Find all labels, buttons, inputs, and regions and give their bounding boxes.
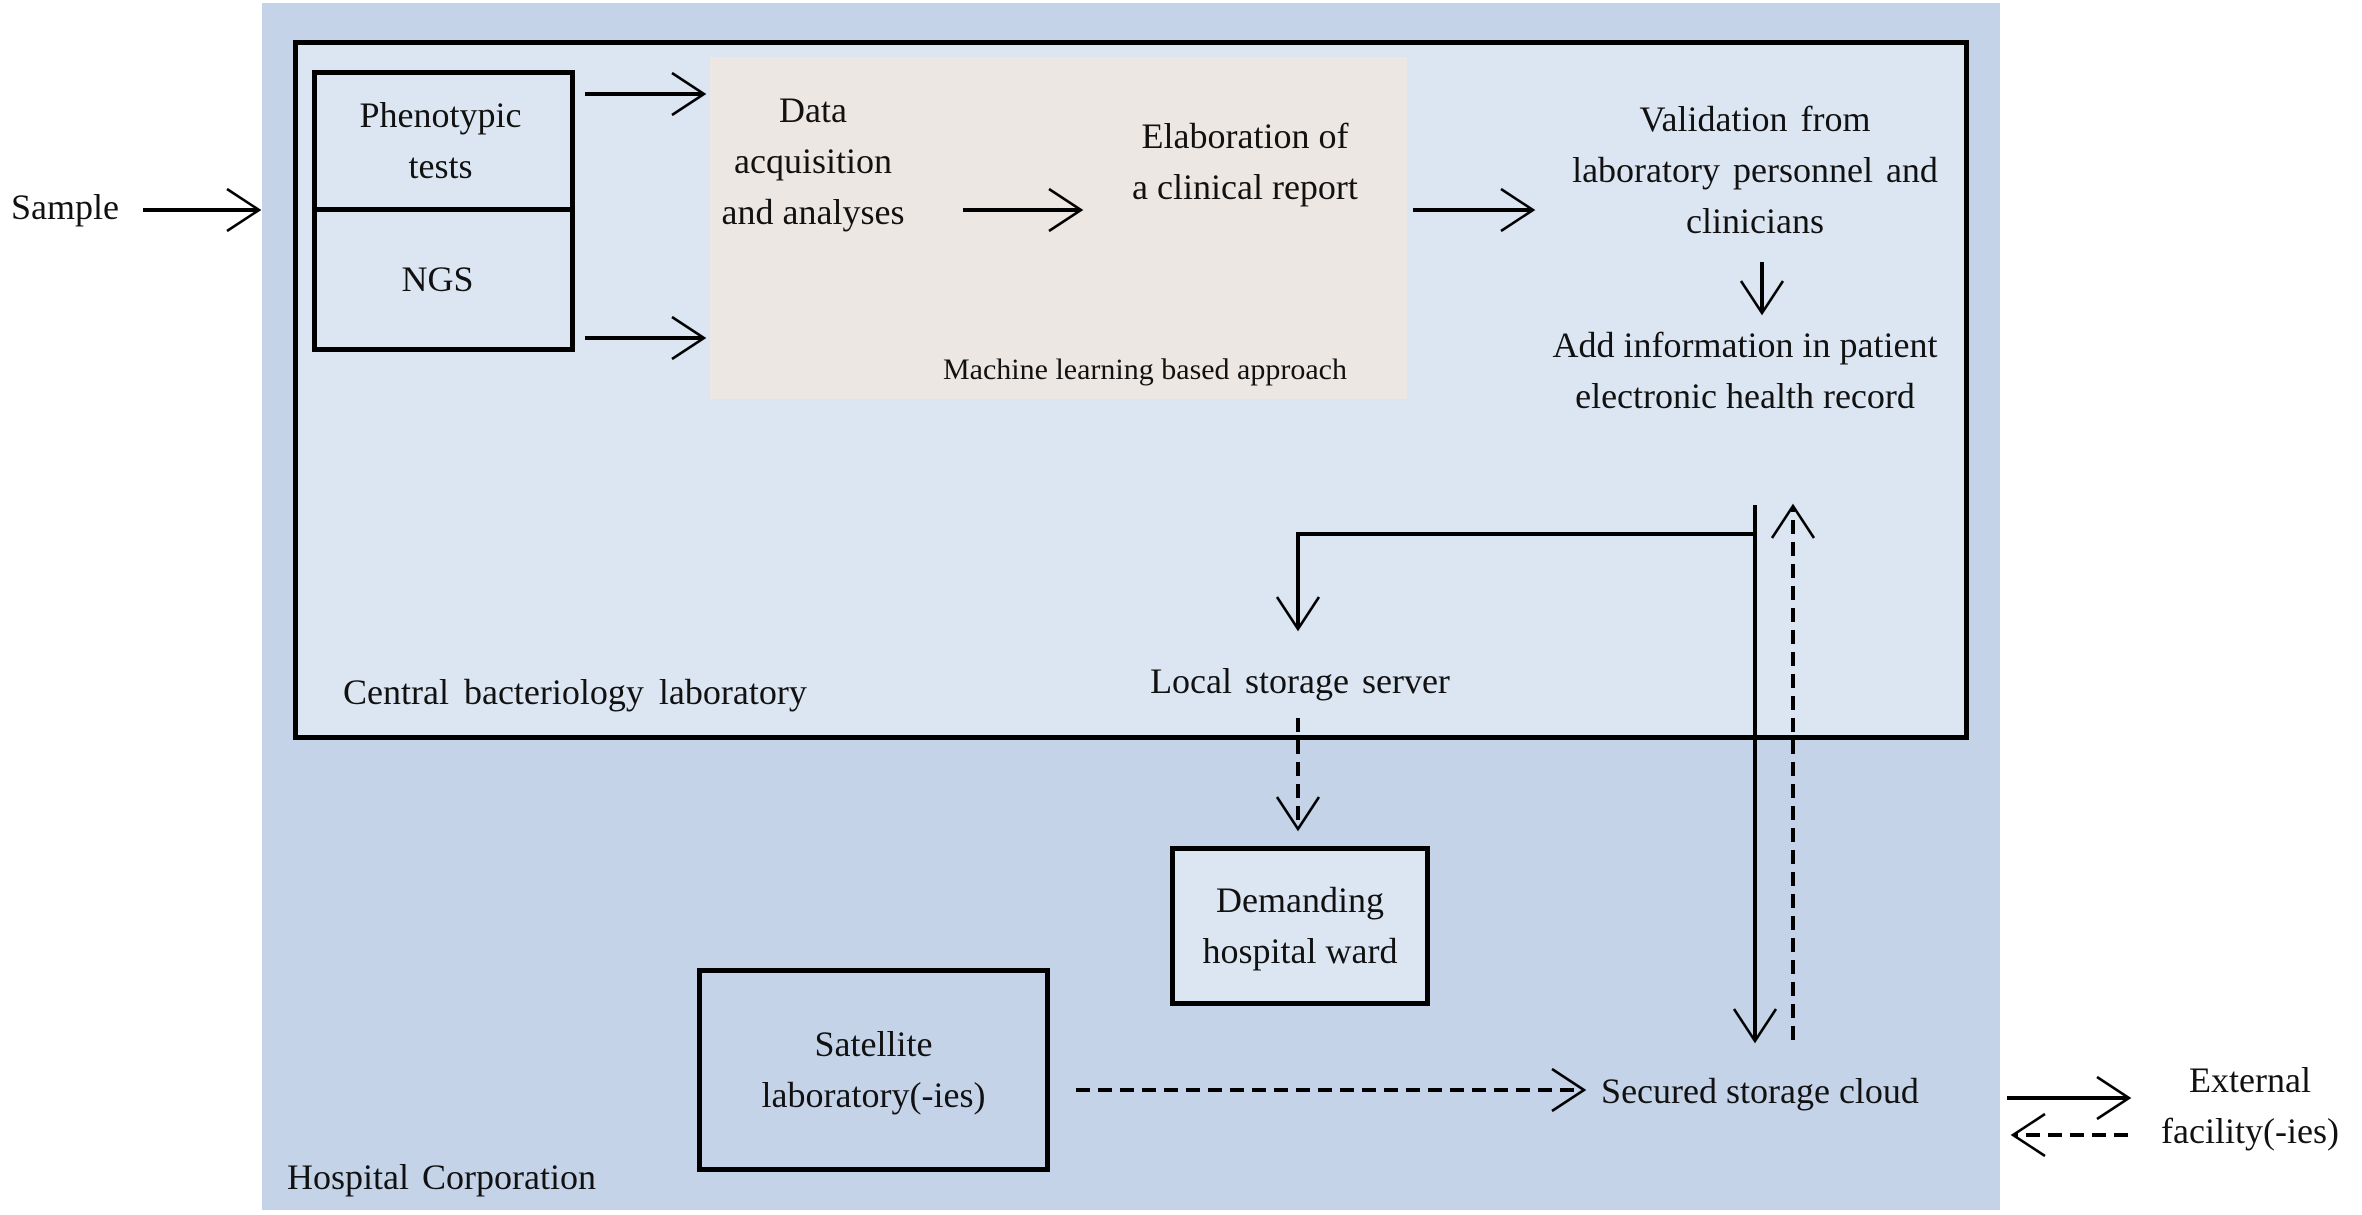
secured-storage-label: Secured storage cloud [1601,1071,1919,1111]
record-to-local-storage-arrow [1275,532,1755,632]
sample-label: Sample [11,187,119,227]
phenotypic-tests-box: Phenotypic tests [312,70,575,212]
satellite-lab-box: Satellite laboratory(-ies) [697,968,1050,1172]
ml-approach-label: Machine learning based approach [943,353,1347,386]
local-storage-label: Local storage server [1150,661,1450,701]
ngs-label: NGS [401,259,474,299]
elaboration-label: Elaboration of a clinical report [1132,116,1358,207]
demanding-ward-label: Demanding hospital ward [1202,880,1398,971]
ngs-box: NGS [312,207,575,352]
phenotypic-tests-label: Phenotypic tests [359,95,522,186]
satellite-lab-label: Satellite laboratory(-ies) [761,1024,986,1115]
central-lab-label: Central bacteriology laboratory [343,672,807,712]
external-facility-label: External facility(-ies) [2161,1060,2339,1151]
demanding-ward-box: Demanding hospital ward [1170,846,1430,1006]
add-info-label: Add information in patient electronic he… [1552,325,1938,416]
validation-label: Validation from laboratory personnel and… [1572,99,1938,241]
hospital-corp-label: Hospital Corporation [287,1157,596,1197]
data-acquisition-label: Data acquisition and analyses [721,90,905,232]
